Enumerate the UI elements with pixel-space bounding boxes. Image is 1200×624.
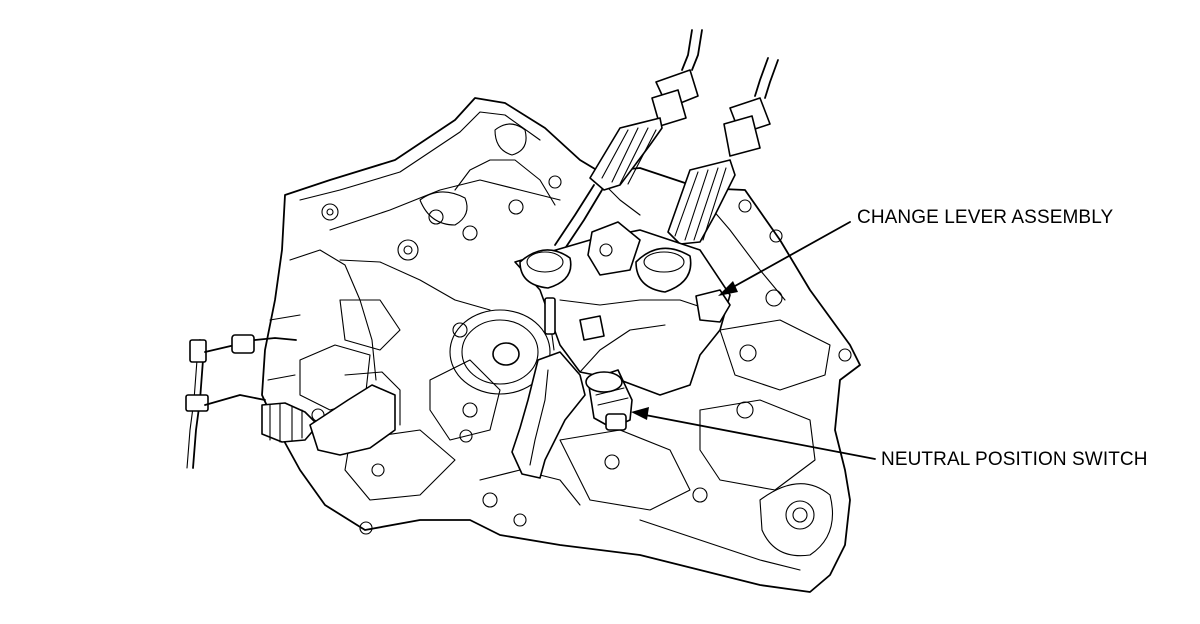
housing-bolts — [311, 175, 852, 535]
shift-lever-arm — [511, 297, 586, 479]
neutral-position-switch-label: NEUTRAL POSITION SWITCH — [881, 449, 1148, 470]
release-fork-boot — [261, 371, 401, 456]
bearing-cover — [449, 309, 551, 395]
change-lever-assembly — [514, 221, 731, 396]
neutral-position-switch — [585, 369, 633, 431]
clutch-line — [185, 334, 297, 469]
shift-cable-right — [667, 57, 779, 245]
transmission-housing — [261, 97, 861, 593]
callout-leaders — [631, 221, 876, 460]
change-lever-assembly-label: CHANGE LEVER ASSEMBLY — [857, 207, 1114, 228]
shift-cable-left — [554, 29, 703, 251]
